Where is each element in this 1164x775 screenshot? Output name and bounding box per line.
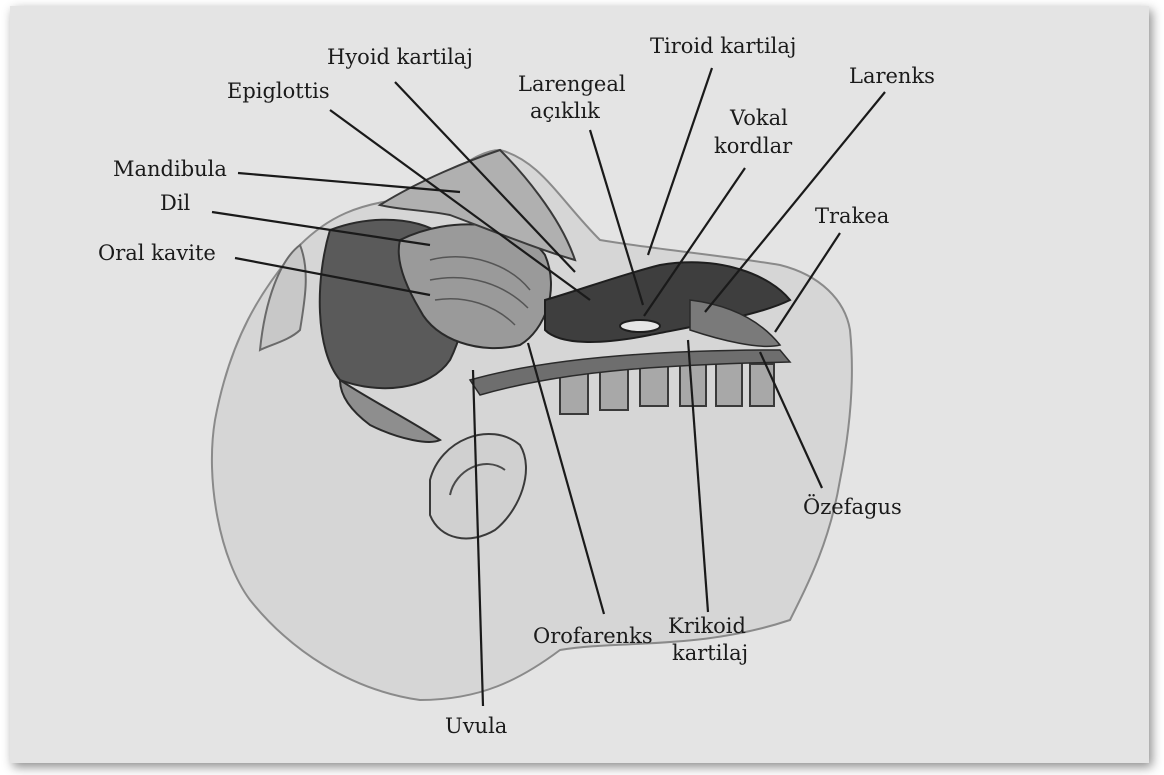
label-oral-kavite: Oral kavite <box>98 240 216 266</box>
leader-tiroid <box>648 68 712 255</box>
label-larenks: Larenks <box>849 63 935 89</box>
label-vokal: Vokal <box>730 105 788 131</box>
label-mandibula: Mandibula <box>113 156 227 182</box>
label-orofarenks: Orofarenks <box>533 623 653 649</box>
label-larengeal-1: Larengeal <box>518 71 626 97</box>
label-krikoid: Krikoid <box>668 613 746 639</box>
label-ozefagus: Özefagus <box>803 494 902 520</box>
vocal-cord <box>620 320 660 332</box>
label-dil: Dil <box>160 190 190 216</box>
label-epiglottis: Epiglottis <box>227 78 330 104</box>
label-larengeal-2: açıklık <box>530 98 600 124</box>
label-tiroid-kartilaj: Tiroid kartilaj <box>650 33 796 59</box>
vertebra <box>716 362 742 406</box>
label-trakea: Trakea <box>815 203 889 229</box>
label-uvula: Uvula <box>445 713 507 739</box>
vertebra <box>750 364 774 406</box>
label-kordlar: kordlar <box>714 133 792 159</box>
label-kartilaj: kartilaj <box>672 640 748 666</box>
label-hyoid-kartilaj: Hyoid kartilaj <box>327 44 473 70</box>
